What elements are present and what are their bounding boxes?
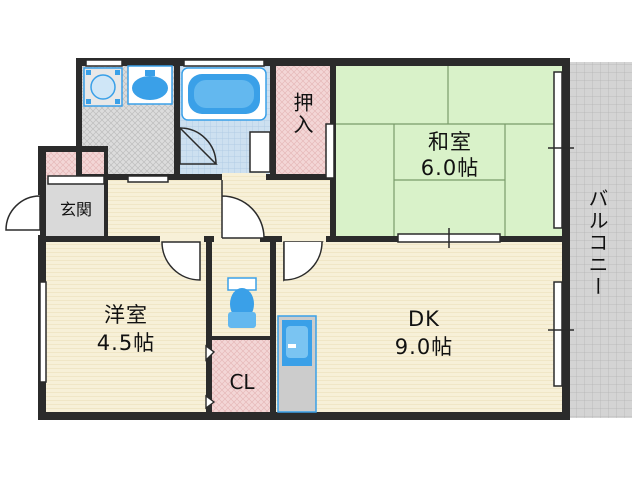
dk-floor (276, 240, 562, 412)
balcony-label: バルコニー (585, 188, 609, 298)
yoshitsu-door (161, 241, 201, 281)
balcony-floor (570, 62, 632, 418)
toilet-icon (227, 277, 257, 328)
bathtub-icon (181, 67, 267, 121)
oshiire-floor (276, 66, 332, 178)
closet-floor (212, 340, 270, 412)
bath-door (179, 126, 218, 165)
entry-door (5, 195, 41, 231)
washitsu-name: 和室 (428, 130, 472, 154)
washing-machine-icon (83, 67, 123, 107)
closet-label: CL (229, 370, 255, 394)
yoshitsu-size: 4.5帖 (96, 331, 156, 355)
genkan-label: 玄関 (59, 200, 92, 219)
closet-doors (205, 344, 216, 410)
yoshitsu-name: 洋室 (104, 303, 148, 327)
dk-name: DK (408, 307, 440, 331)
kitchen-sink-icon (277, 315, 317, 413)
doors (5, 126, 324, 282)
oshiire-label: 押入 (290, 92, 314, 136)
dk-size: 9.0帖 (394, 335, 454, 359)
hallway-floor (108, 180, 332, 236)
sliding-doors (39, 59, 574, 387)
genkan-floor (46, 180, 106, 236)
tatami-lines (334, 66, 562, 238)
washbasin-icon (127, 65, 173, 105)
washitsu-size: 6.0帖 (420, 156, 480, 180)
toilet-door (221, 180, 265, 239)
